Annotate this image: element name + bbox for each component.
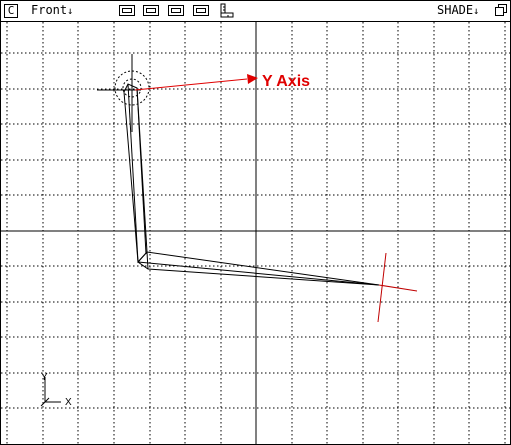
shade-label: SHADE: [437, 3, 474, 17]
split-view-icon[interactable]: [143, 5, 159, 16]
grid: [1, 22, 510, 444]
viewport-header: C Front↓ SHADE↓: [1, 1, 510, 22]
view-selector[interactable]: Front↓: [31, 3, 73, 19]
single-view-icon[interactable]: [119, 5, 135, 16]
view-label: Front: [31, 3, 68, 17]
viewport-canvas[interactable]: Y Axis Y X: [1, 22, 510, 444]
axis-gizmo: Y X: [40, 372, 72, 408]
view-dropdown-arrow-icon: ↓: [67, 6, 74, 17]
upper-bone[interactable]: [123, 83, 148, 264]
ruler-icon[interactable]: [220, 3, 234, 19]
axis-gizmo-y-label: Y: [41, 372, 48, 383]
corner-c-icon[interactable]: C: [4, 4, 18, 18]
arrow-head-icon: [247, 74, 258, 84]
root-joint[interactable]: [97, 54, 150, 132]
lower-bone[interactable]: [137, 251, 380, 286]
annotation-label: Y Axis: [262, 73, 310, 90]
corner-label: C: [7, 4, 15, 17]
shade-selector[interactable]: SHADE↓: [437, 3, 479, 19]
world-axes: [1, 22, 510, 444]
end-effector-joint[interactable]: [377, 252, 418, 323]
y-axis-annotation: Y Axis: [134, 73, 310, 91]
axis-gizmo-x-label: X: [65, 397, 72, 408]
quad-view-icon[interactable]: [168, 5, 184, 16]
maximize-icon[interactable]: [495, 4, 508, 17]
stack-view-icon[interactable]: [193, 5, 209, 16]
shade-dropdown-arrow-icon: ↓: [473, 6, 480, 17]
